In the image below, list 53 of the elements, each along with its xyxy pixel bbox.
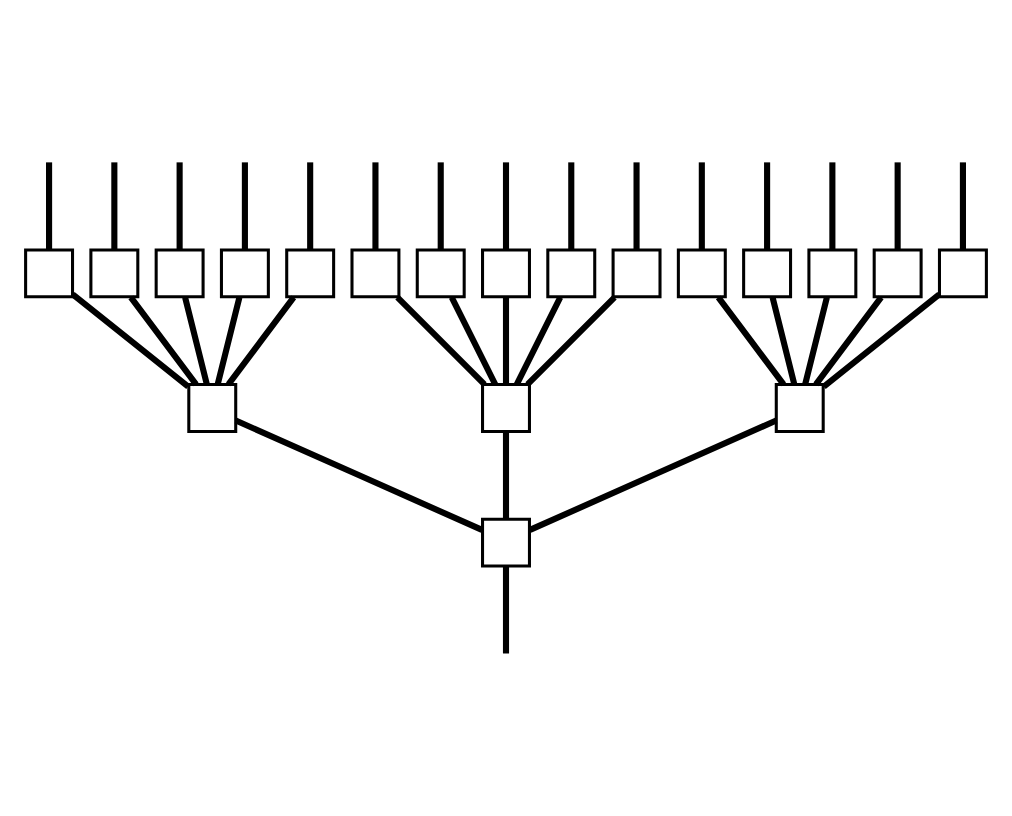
- node-box: [187, 383, 238, 433]
- connector: [821, 291, 942, 390]
- connector: [502, 566, 510, 654]
- connector: [502, 297, 510, 385]
- connector: [894, 162, 901, 250]
- connector: [111, 162, 118, 250]
- connector: [514, 296, 563, 386]
- node-box: [676, 248, 727, 299]
- node-box: [481, 383, 531, 433]
- node-box: [415, 248, 466, 299]
- connector: [70, 291, 191, 390]
- connector: [959, 162, 966, 250]
- connector: [802, 296, 830, 386]
- connector: [372, 162, 379, 250]
- connector: [176, 162, 183, 250]
- node-box: [774, 383, 825, 433]
- connector: [226, 295, 297, 387]
- node-box: [481, 248, 531, 299]
- connector: [525, 295, 617, 387]
- connector: [769, 296, 798, 386]
- node-box: [154, 248, 205, 299]
- connector: [395, 295, 487, 387]
- connector: [715, 295, 786, 387]
- connector: [46, 162, 53, 250]
- connector: [568, 162, 575, 250]
- connector: [502, 432, 510, 520]
- node-box: [546, 248, 597, 299]
- node-box: [89, 248, 140, 299]
- node-box: [24, 248, 75, 299]
- connector: [698, 162, 705, 250]
- node-box: [807, 248, 858, 299]
- node-box: [481, 517, 531, 568]
- connector: [214, 296, 243, 386]
- connector: [502, 162, 510, 250]
- connector: [764, 162, 771, 250]
- node-box: [937, 248, 988, 299]
- connector: [813, 295, 884, 387]
- node-box: [611, 248, 662, 299]
- connector: [241, 162, 248, 250]
- connector: [528, 417, 778, 533]
- node-box: [350, 248, 401, 299]
- connector: [633, 162, 640, 250]
- connector: [234, 417, 484, 533]
- connector: [128, 295, 199, 387]
- node-box: [285, 248, 336, 299]
- connector: [449, 296, 498, 386]
- node-box: [742, 248, 793, 299]
- node-box: [219, 248, 270, 299]
- connector: [182, 296, 210, 386]
- connector: [829, 162, 836, 250]
- connector: [307, 162, 314, 250]
- node-box: [872, 248, 923, 299]
- connector: [437, 162, 444, 250]
